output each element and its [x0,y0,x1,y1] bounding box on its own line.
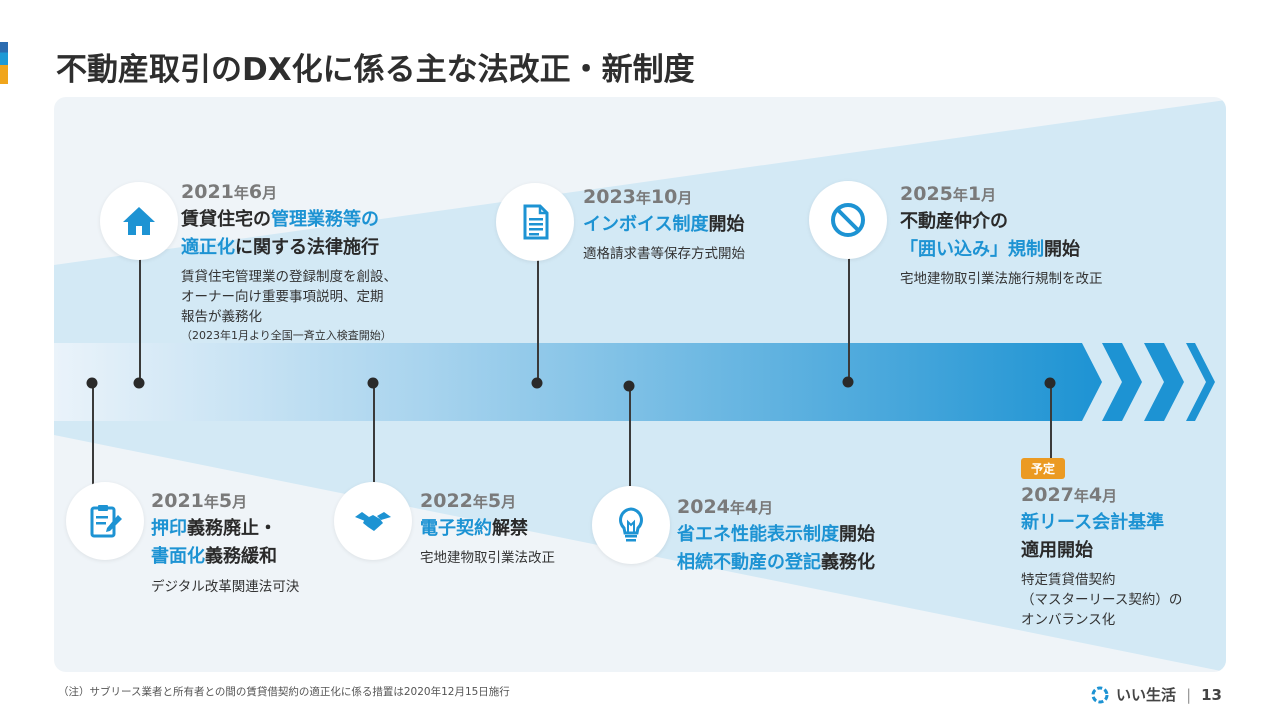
chevron-icon [1144,343,1184,421]
handshake-icon-circle [334,482,412,560]
chevron-icon [1102,343,1142,421]
event-2027-4: 予定 2027年4月 新リース会計基準 適用開始 特定賃貸借契約 （マスターリー… [1021,458,1182,630]
event-2022-5: 2022年5月 電子契約解禁 宅地建物取引業法改正 [420,489,555,568]
event-headline: 賃貸住宅の管理業務等の [181,209,379,230]
event-headline: 押印義務廃止・ [151,518,277,539]
event-date: 2021年6月 [181,181,278,203]
footnote: （注）サブリース業者と所有者との間の賃貸借契約の適正化に係る措置は2020年12… [58,686,510,698]
page-number: 13 [1201,685,1222,704]
timeline-dot [1044,377,1056,389]
event-date: 2022年5月 [420,490,517,512]
event-headline: 相続不動産の登記義務化 [677,552,875,573]
house-icon [123,207,155,235]
event-2021-6: 2021年6月 賃貸住宅の管理業務等の 適正化に関する法律施行 賃貸住宅管理業の… [181,180,397,345]
event-2025-1: 2025年1月 不動産仲介の 「囲い込み」規制開始 宅地建物取引業法施行規制を改… [900,182,1103,289]
event-headline: 適正化に関する法律施行 [181,237,379,258]
planned-badge: 予定 [1021,458,1066,479]
event-date: 2027年4月 [1021,484,1118,506]
brand-footer: いい生活 | 13 [1090,684,1222,705]
event-headline: 電子契約解禁 [420,518,528,539]
timeline-panel [54,97,1226,672]
event-description: 賃貸住宅管理業の登録制度を創設、 オーナー向け重要事項説明、定期 報告が義務化 … [181,267,397,345]
brand-separator: | [1186,685,1192,704]
prohibited-icon [831,203,865,237]
stem-2025-1 [848,250,850,383]
clipboard-icon [90,505,122,538]
event-date: 2023年10月 [583,186,693,208]
timeline-background [54,100,1226,672]
event-2023-10: 2023年10月 インボイス制度開始 適格請求書等保存方式開始 [583,185,745,264]
lightbulb-icon [619,507,643,542]
event-headline: 書面化義務緩和 [151,546,277,567]
event-headline: 不動産仲介の [900,211,1008,232]
event-headline: インボイス制度開始 [583,214,745,235]
house-icon-circle [100,182,178,260]
event-description: 宅地建物取引業法改正 [420,550,555,566]
brand-name: いい生活 [1116,686,1177,704]
title-accent-bar [0,42,8,84]
handshake-icon [355,512,391,531]
event-headline: 新リース会計基準 [1021,512,1165,533]
event-date: 2025年1月 [900,183,997,205]
chevron-icon [1186,343,1215,421]
event-note: （2023年1月より全国一斉立入検査開始） [181,329,392,342]
stem-2021-6 [139,250,141,383]
stem-2022-5 [373,383,375,483]
prohibited-icon-circle [809,181,887,259]
event-2021-5: 2021年5月 押印義務廃止・ 書面化義務緩和 [151,489,277,570]
event-description: 適格請求書等保存方式開始 [583,246,745,262]
stem-2023-10 [537,250,539,383]
event-date: 2021年5月 [151,490,248,512]
event-date: 2024年4月 [677,496,774,518]
timeline-arrow [54,343,1102,421]
lightbulb-icon-circle [592,486,670,564]
event-2024-4: 2024年4月 省エネ性能表示制度開始 相続不動産の登記義務化 [677,495,875,576]
stem-2021-5 [92,383,94,493]
timeline-dot [367,377,379,389]
page-title: 不動産取引のDX化に係る主な法改正・新制度 [56,52,695,88]
timeline-dot [531,377,543,389]
event-description: 特定賃貸借契約 （マスターリース契約）の オンバランス化 [1021,572,1183,628]
event-headline: 「囲い込み」規制開始 [900,239,1080,260]
event-description: 宅地建物取引業法施行規制を改正 [900,271,1103,287]
event-headline: 省エネ性能表示制度開始 [677,524,875,545]
timeline-dot [86,377,98,389]
event-description: デジタル改革関連法可決 [151,579,300,595]
event-headline: 適用開始 [1021,540,1093,561]
clipboard-icon-circle [66,482,144,560]
stem-2027-4 [1050,383,1052,458]
timeline-dot [133,377,145,389]
document-icon [523,204,549,240]
brand-logo-icon [1091,686,1109,703]
timeline-dot [623,380,635,392]
timeline-dot [842,376,854,388]
document-icon-circle [496,183,574,261]
stem-2024-4 [629,386,631,486]
